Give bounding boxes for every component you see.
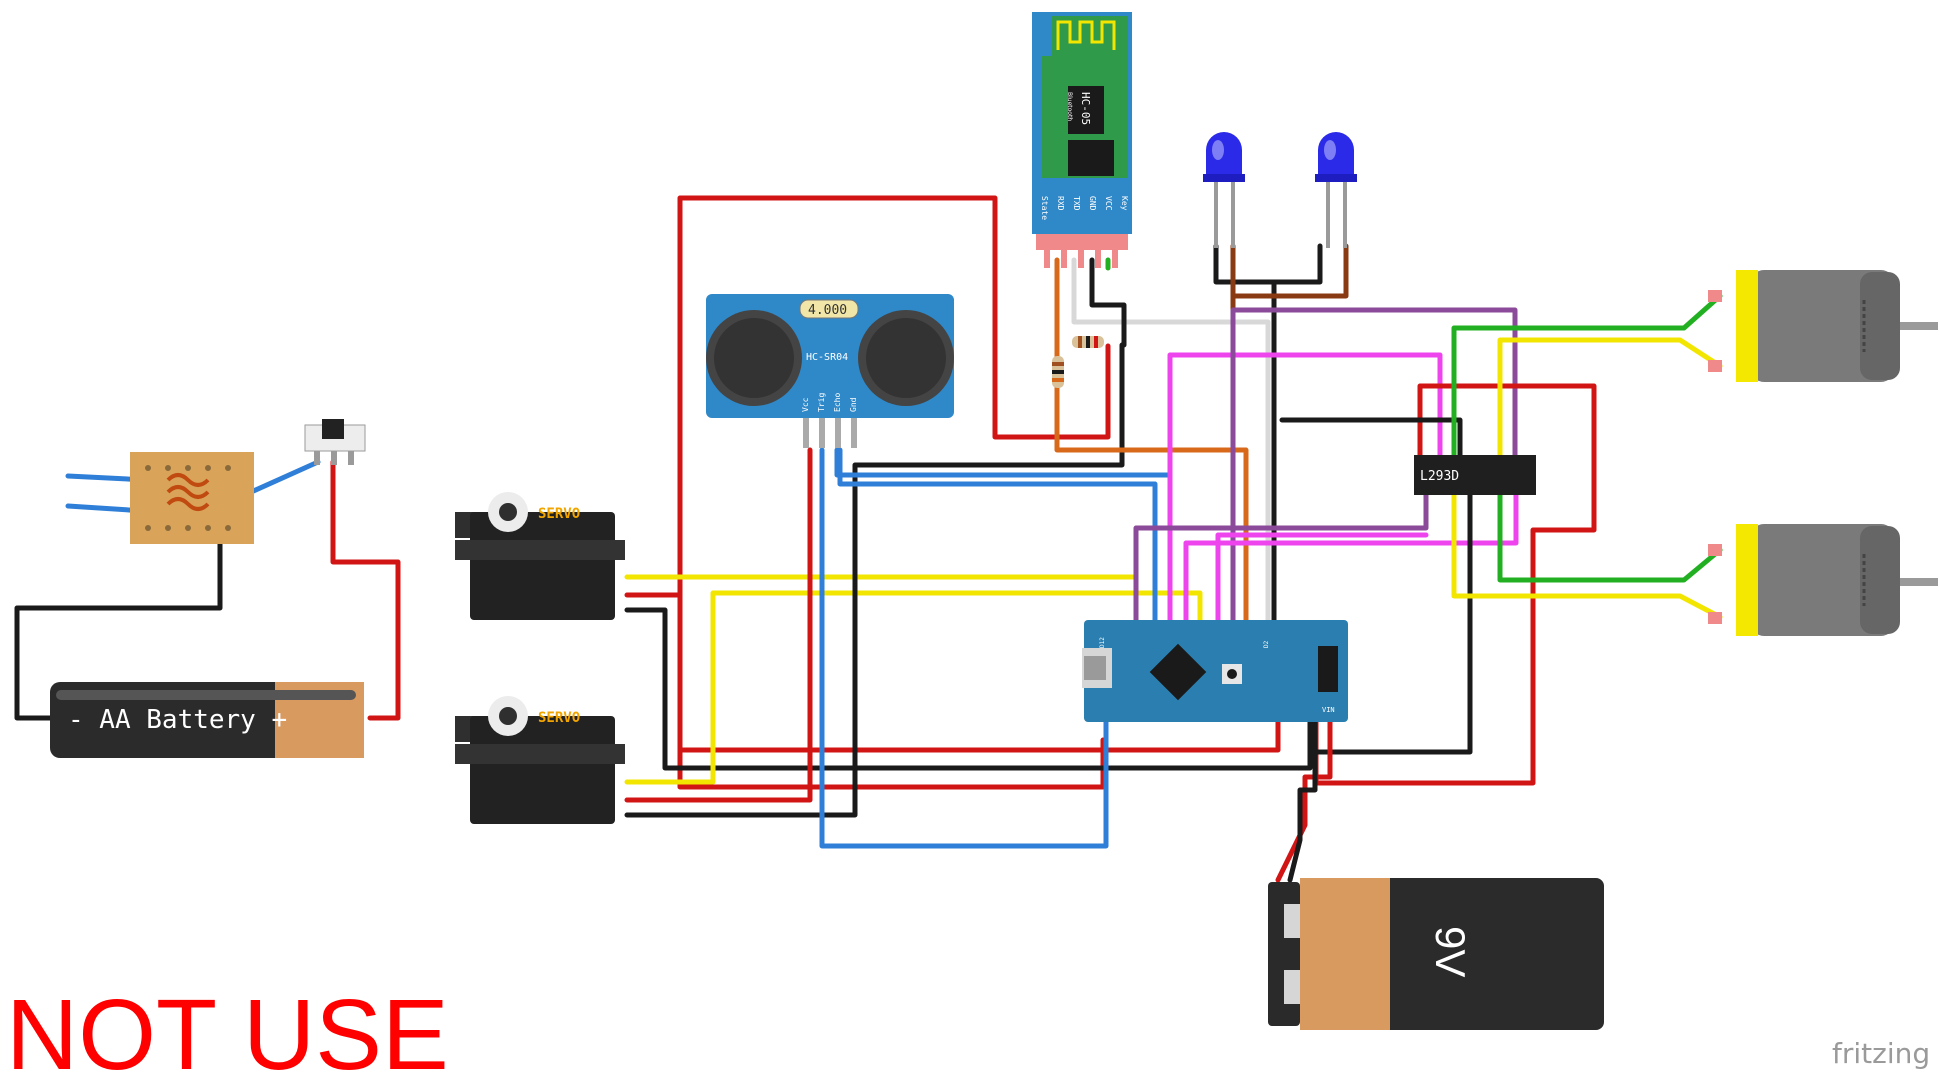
antenna-icon <box>1056 20 1116 50</box>
fritzing-brand: fritzing <box>1832 1037 1931 1070</box>
led-bulb-icon <box>1318 132 1354 180</box>
dc-motor-top <box>1708 270 1938 382</box>
sonar-pin-vcc: Vcc <box>801 397 810 412</box>
nano-pin-vin: VIN <box>1322 706 1335 714</box>
warning-label: NOT USE <box>6 979 449 1091</box>
wire-blue-sonar-echo <box>837 447 1158 623</box>
bt-pin-state: State <box>1040 196 1049 220</box>
bt-pin-rxd: RXD <box>1056 196 1065 211</box>
servo-top-label: SERVO <box>538 506 580 522</box>
bt-pin-vcc: VCC <box>1104 196 1113 211</box>
wire-red-servo-top <box>624 592 1281 753</box>
servo-bottom-label: SERVO <box>538 710 580 726</box>
wire-red-aa-switch <box>330 459 401 721</box>
arduino-nano: D12 D2 VIN <box>1082 620 1348 722</box>
wire-green-motor-bottom <box>1497 492 1723 583</box>
led-left <box>1203 132 1245 248</box>
nine-volt-label: 9V <box>1427 926 1474 977</box>
wire-purple-2 <box>1133 492 1429 623</box>
bt-pin-gnd: GND <box>1088 196 1097 211</box>
wire-black-9v <box>1287 719 1318 883</box>
wire-red-9v <box>1275 719 1333 883</box>
slide-switch <box>304 419 366 465</box>
wire-red-loop <box>677 195 1111 790</box>
wire-yellow-motor-bottom <box>1451 492 1723 620</box>
wire-black-driver <box>1279 417 1463 458</box>
bt-pin-txd: TXD <box>1072 196 1081 211</box>
wire-magenta-1 <box>1167 352 1443 623</box>
led-right <box>1315 132 1357 248</box>
wire-yellow-servo-top <box>624 574 1139 623</box>
nano-pin-d12: D12 <box>1099 637 1106 648</box>
inductor-coil-icon <box>166 473 210 511</box>
sonar-pin-gnd: Gnd <box>849 397 858 412</box>
wire-black-led-1 <box>1213 243 1323 285</box>
led-bulb-icon <box>1206 132 1242 180</box>
bt-pin-key: Key <box>1120 196 1129 211</box>
wires <box>14 195 1723 883</box>
dc-motor-bottom <box>1708 524 1938 636</box>
resistor-vertical <box>1052 356 1064 388</box>
servo-top: SERVO <box>455 492 625 620</box>
wire-red-driver <box>1313 383 1597 786</box>
wire-blue-sonar-trig <box>834 447 1173 478</box>
bluetooth-module: HC-05 Bluetooth State RXD TXD GND VCC Ke… <box>1032 12 1132 268</box>
ultrasonic-sensor: 4.000 HC-SR04 Vcc Trig Echo Gnd <box>706 294 954 448</box>
wire-red-servo-bottom <box>624 447 813 803</box>
l293d-chip: L293D <box>1414 455 1536 495</box>
aa-battery-label: - AA Battery + <box>68 705 287 735</box>
wire-yellow-motor-top <box>1497 337 1723 458</box>
wire-white-bt-txd <box>1071 257 1271 623</box>
wire-black-servo-bottom <box>624 342 1125 818</box>
wire-brown-led-3 <box>1230 243 1349 299</box>
nine-volt-battery: 9V <box>1268 878 1604 1030</box>
resistor-horizontal <box>1072 336 1104 348</box>
wire-blue-sonar-vcc <box>819 447 1109 849</box>
servo-bottom: SERVO <box>455 696 625 824</box>
sonar-pin-trig: Trig <box>817 393 826 412</box>
bt-sub: Bluetooth <box>1066 92 1073 121</box>
boost-converter-board <box>130 452 254 544</box>
wire-black-aa-boost <box>14 534 223 721</box>
sonar-pin-echo: Echo <box>833 393 842 412</box>
sonar-model: HC-SR04 <box>806 352 848 363</box>
nano-pin-d2: D2 <box>1263 640 1270 648</box>
bt-model: HC-05 <box>1079 92 1092 125</box>
wire-magenta-2 <box>1183 492 1519 623</box>
wire-black-driver-gnd <box>1307 492 1473 755</box>
aa-battery: - AA Battery + <box>50 682 364 758</box>
wire-magenta-3 <box>1215 532 1429 623</box>
wire-yellow-servo-bottom <box>624 590 1203 785</box>
wire-green-motor-top <box>1451 293 1723 458</box>
wire-purple-1 <box>1230 307 1518 623</box>
l293d-label: L293D <box>1420 469 1459 484</box>
sonar-display: 4.000 <box>808 303 847 318</box>
wire-black-bt-gnd <box>1089 257 1127 348</box>
